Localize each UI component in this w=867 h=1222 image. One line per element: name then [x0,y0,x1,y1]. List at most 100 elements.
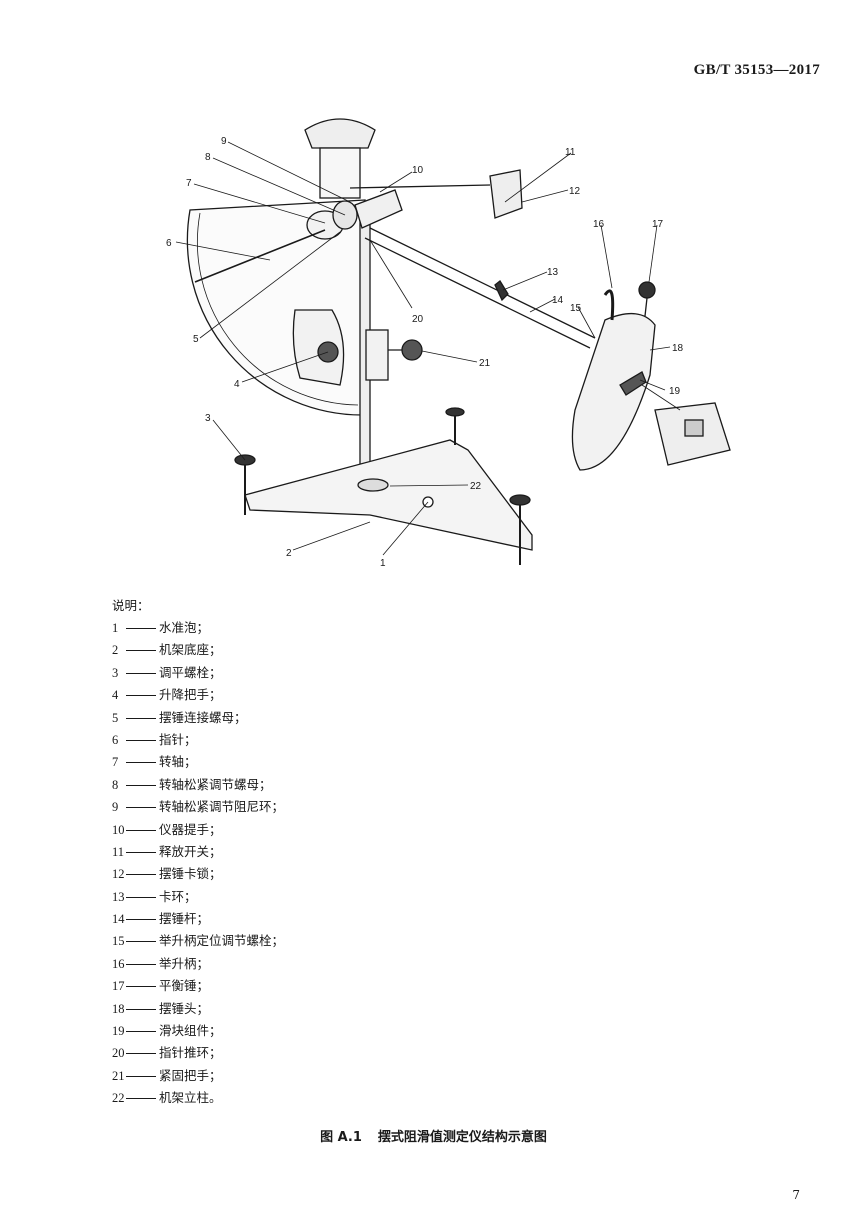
legend-item: 16 举升柄； [112,953,284,975]
clamp-ring [494,280,509,302]
legend-item: 13 卡环； [112,886,284,908]
legend-item-text: 摆锤卡锁； [159,866,222,882]
leader-lines [175,141,671,556]
legend-item-text: 调平螺栓； [159,664,222,680]
legend-item-text: 摆锤连接螺母； [159,709,247,725]
legend-item-text: 举升柄； [159,955,210,971]
callout-5: 5 [193,334,199,345]
legend-item-number: 13 [112,889,125,904]
legend-dash [126,829,156,831]
legend-item: 7 转轴； [112,751,284,773]
legend-dash [126,807,156,809]
legend-item-text: 滑块组件； [159,1023,222,1039]
callout-2: 2 [286,548,292,559]
legend-dash [126,986,156,988]
figure-number: 图 A.1 [320,1130,362,1145]
column-base-ring [357,478,389,492]
callout-6: 6 [166,238,172,249]
pointer [194,229,326,283]
legend-dash [126,717,156,719]
pendulum-tester-diagram: 1 2 3 4 5 6 7 8 9 10 11 12 13 14 15 16 1… [150,110,760,580]
legend-dash [126,739,156,741]
legend-item: 11 释放开关； [112,841,284,863]
tighten-handle-knob [401,339,423,361]
legend-item-text: 摆锤头； [159,1000,210,1016]
legend-item-number: 1 [112,621,119,635]
lift-lever [603,289,615,321]
legend-dash [126,1098,156,1100]
callout-3: 3 [205,413,211,424]
inset-leader [641,384,681,411]
legend-dash [126,628,156,629]
legend-item-text: 平衡锤； [159,978,210,994]
legend-dash [126,1031,156,1033]
legend-item-number: 8 [112,777,119,792]
legend-item-number: 15 [112,934,125,949]
legend-item-number: 6 [112,732,119,747]
legend-item-text: 仪器提手； [159,821,222,837]
legend-dash [126,1075,156,1077]
leveling-knob-right [509,494,531,506]
balance-weight [638,281,656,299]
legend-item-text: 举升柄定位调节螺栓； [159,933,285,949]
collar [354,189,403,229]
legend-item-text: 机架底座； [159,642,222,658]
callout-19: 19 [669,386,681,397]
callout-21: 21 [479,358,491,369]
callout-9: 9 [221,136,227,147]
pendulum-head [571,313,656,471]
legend-item-text: 指针； [159,731,197,747]
callout-8: 8 [205,152,211,163]
callout-7: 7 [186,178,192,189]
legend-item-number: 16 [112,956,125,971]
legend-item-text: 释放开关； [159,843,222,859]
legend-item-text: 卡环； [159,888,197,904]
legend-item-number: 9 [112,800,119,815]
head-frame [319,147,361,199]
legend-dash [126,695,156,697]
callout-1: 1 [380,558,386,569]
callout-16: 16 [593,219,605,230]
legend-item-number: 17 [112,979,125,994]
legend-dash [126,650,156,652]
legend-item: 18 摆锤头； [112,998,284,1020]
standard-code: GB/T 35153—2017 [693,62,820,78]
page-number: 7 [792,1188,800,1202]
legend-dash [126,762,156,764]
legend-item-text: 紧固把手； [159,1067,222,1083]
legend-item: 15 举升柄定位调节螺栓； [112,930,284,952]
legend-item-number: 7 [112,755,119,770]
callout-18: 18 [672,343,684,354]
callout-20: 20 [412,314,424,325]
release-latch [489,169,523,219]
legend-dash [126,1053,156,1055]
legend-item-number: 11 [112,844,125,859]
legend-item-text: 转轴； [159,754,197,770]
carry-handle [304,118,376,149]
legend-item-number: 18 [112,1001,125,1016]
callout-13: 13 [547,267,559,278]
legend-item-text: 摆锤杆； [159,911,210,927]
legend-dash [126,672,156,674]
column-clamp [365,329,389,381]
frame-base [244,439,533,551]
callout-14: 14 [552,295,564,306]
callout-11: 11 [565,147,576,158]
legend-dash [126,1008,156,1010]
legend-dash [126,896,156,898]
legend-item-number: 14 [112,912,125,927]
legend-dash [126,963,156,965]
